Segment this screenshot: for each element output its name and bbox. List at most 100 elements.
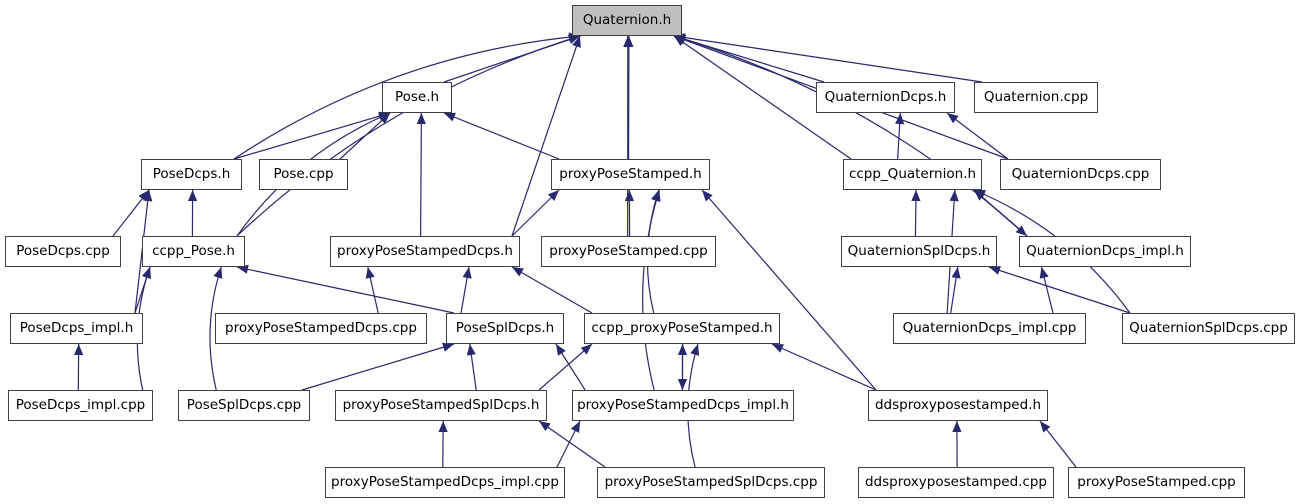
edge-arrowhead: [539, 421, 551, 432]
graph-node-quaternionspldcps-h[interactable]: QuaternionSplDcps.h: [841, 236, 997, 267]
edge-arrowhead: [462, 267, 472, 279]
graph-node-proxyposestampeddcps-h[interactable]: proxyPoseStampedDcps.h: [330, 236, 520, 267]
edge-arrowhead: [651, 190, 661, 202]
edge-arrowhead: [772, 344, 784, 353]
graph-node-label: PoseSplDcps.h: [455, 319, 555, 336]
edge-arrowhead: [947, 113, 959, 124]
graph-node-posespldcps-h[interactable]: PoseSplDcps.h: [446, 313, 564, 344]
graph-node-proxyposestampedspldcps-h[interactable]: proxyPoseStampedSplDcps.h: [335, 390, 547, 421]
graph-node-proxyposestampeddcps-impl-h[interactable]: proxyPoseStampedDcps_impl.h: [572, 390, 794, 421]
edge-proxyposestampedspldcps-h-to-ccpp-proxyposestamped-h: [538, 343, 593, 391]
edge-arrowhead: [142, 267, 151, 279]
graph-node-label: proxyPoseStampedSplDcps.cpp: [604, 473, 818, 490]
graph-node-posespldcps-cpp[interactable]: PoseSplDcps.cpp: [178, 390, 310, 421]
edge-ccpp-pose-h-to-quaternion-h: [236, 35, 581, 237]
graph-node-ccpp-quaternion-h[interactable]: ccpp_Quaternion.h: [843, 159, 982, 190]
edge-posespldcps-h-to-ccpp-pose-h: [236, 266, 455, 314]
edge-quaternionspldcps-cpp-to-quaternionspldcps-h: [988, 266, 1131, 314]
graph-node-ccpp-proxyposestamped-h[interactable]: ccpp_proxyPoseStamped.h: [584, 313, 780, 344]
graph-node-proxyposestampeddcps-cpp[interactable]: proxyPoseStampedDcps.cpp: [215, 313, 427, 344]
edge-arrowhead: [1040, 421, 1051, 433]
edge-arrowhead: [911, 190, 921, 202]
graph-node-label: ccpp_proxyPoseStamped.h: [591, 319, 773, 336]
edge-arrowhead: [674, 34, 686, 44]
edge-arrowhead: [378, 113, 390, 122]
graph-node-label: ddsproxyposestamped.h: [874, 396, 1042, 413]
edge-ddsproxyposestamped-h-to-proxyposestamped-h: [701, 189, 877, 391]
graph-node-quaterniondcps-impl-h[interactable]: QuaternionDcps_impl.h: [1019, 236, 1191, 267]
edge-arrowhead: [438, 421, 448, 433]
edge-arrowhead: [556, 344, 566, 356]
graph-node-label: QuaternionDcps_impl.h: [1026, 242, 1184, 259]
edge-proxyposestamped-h-to-pose-h: [443, 112, 560, 160]
edge-quaterniondcps-impl-h-to-quaternion-h: [673, 35, 1028, 237]
edge-arrowhead: [442, 342, 454, 352]
graph-node-posedcps-h[interactable]: PoseDcps.h: [141, 159, 242, 190]
edge-arrowhead: [237, 264, 249, 274]
graph-node-label: proxyPoseStamped.cpp: [1077, 473, 1236, 490]
edge-quaternion-cpp-to-quaternion-h: [673, 35, 983, 83]
graph-node-label: ddsproxyposestamped.cpp: [864, 473, 1048, 490]
graph-node-pose-h[interactable]: Pose.h: [382, 82, 452, 113]
graph-node-proxyposestamped-cpp2[interactable]: proxyPoseStamped.cpp: [1068, 467, 1245, 498]
graph-node-label: PoseDcps_impl.h: [19, 319, 134, 336]
edge-arrowhead: [547, 190, 559, 201]
edge-arrowhead: [213, 267, 223, 279]
graph-node-quaterniondcps-h[interactable]: QuaternionDcps.h: [816, 82, 955, 113]
edge-proxyposestampedspldcps-cpp-to-proxyposestampedspldcps-h: [538, 420, 606, 468]
graph-node-label: ccpp_Quaternion.h: [848, 165, 977, 182]
graph-node-label: proxyPoseStampedDcps.h: [337, 242, 513, 259]
graph-node-posedcps-impl-cpp[interactable]: PoseDcps_impl.cpp: [8, 390, 153, 421]
graph-node-label: proxyPoseStampedSplDcps.h: [342, 396, 540, 413]
graph-node-label: proxyPoseStampedDcps_impl.cpp: [331, 473, 559, 490]
edge-posedcps-h-to-quaternion-h: [233, 35, 581, 160]
edge-arrowhead: [974, 189, 986, 199]
graph-node-proxyposestampedspldcps-cpp[interactable]: proxyPoseStampedSplDcps.cpp: [597, 467, 825, 498]
graph-node-label: PoseDcps.cpp: [16, 242, 110, 259]
graph-node-label: Pose.h: [394, 88, 440, 105]
graph-node-posedcps-cpp[interactable]: PoseDcps.cpp: [5, 236, 121, 267]
edge-arrowhead: [74, 344, 84, 356]
graph-node-label: ccpp_Pose.h: [152, 242, 235, 259]
edge-arrowhead: [677, 378, 688, 390]
graph-node-quaternion-cpp[interactable]: Quaternion.cpp: [974, 82, 1098, 113]
graph-node-ddsproxyposestamped-h[interactable]: ddsproxyposestamped.h: [868, 390, 1048, 421]
graph-node-quaternion-h[interactable]: Quaternion.h: [572, 5, 682, 36]
graph-node-label: proxyPoseStampedDcps.cpp: [225, 319, 417, 336]
edge-arrowhead: [580, 344, 592, 355]
graph-node-quaterniondcps-impl-cpp[interactable]: QuaternionDcps_impl.cpp: [893, 313, 1086, 344]
graph-node-posedcps-impl-h[interactable]: PoseDcps_impl.h: [10, 313, 143, 344]
graph-node-label: QuaternionDcps.cpp: [1011, 165, 1150, 182]
graph-node-ccpp-pose-h[interactable]: ccpp_Pose.h: [142, 236, 245, 267]
graph-node-label: PoseSplDcps.cpp: [186, 396, 302, 413]
graph-node-ddsproxyposestamped-cpp[interactable]: ddsproxyposestamped.cpp: [858, 467, 1054, 498]
graph-node-proxyposestamped-cpp[interactable]: proxyPoseStamped.cpp: [541, 236, 716, 267]
graph-node-proxyposestamped-h[interactable]: proxyPoseStamped.h: [551, 159, 710, 190]
graph-node-quaternionspldcps-cpp[interactable]: QuaternionSplDcps.cpp: [1122, 313, 1295, 344]
edge-arrowhead: [1015, 225, 1027, 236]
graph-node-label: proxyPoseStamped.h: [559, 165, 702, 182]
edge-arrowhead: [365, 267, 375, 279]
edge-proxyposestampeddcps-h-to-quaternion-h: [511, 35, 581, 237]
edge-posespldcps-cpp-to-posespldcps-h: [301, 343, 455, 391]
graph-node-label: proxyPoseStamped.cpp: [549, 242, 708, 259]
graph-node-label: QuaternionSplDcps.h: [847, 242, 991, 259]
graph-node-pose-cpp[interactable]: Pose.cpp: [259, 159, 348, 190]
graph-node-proxyposestampeddcps-impl-cpp[interactable]: proxyPoseStampedDcps_impl.cpp: [325, 467, 565, 498]
edge-proxyposestampeddcps-h-to-pose-h: [420, 112, 422, 237]
edge-ccpp-quaternion-h-to-quaterniondcps-impl-h: [973, 189, 1028, 237]
edge-arrowhead: [623, 36, 633, 48]
edge-proxyposestampeddcps-impl-h-to-proxyposestamped-h: [642, 189, 660, 391]
edge-arrowhead: [1039, 267, 1049, 279]
edge-arrowhead: [143, 190, 153, 202]
edge-arrowhead: [895, 113, 905, 125]
edge-posedcps-h-to-pose-h: [233, 112, 391, 160]
edge-posespldcps-cpp-to-ccpp-pose-h: [209, 266, 222, 391]
graph-node-quaterniondcps-cpp[interactable]: QuaternionDcps.cpp: [1000, 159, 1161, 190]
edge-arrowhead: [952, 421, 962, 433]
edge-arrowhead: [702, 190, 713, 202]
edge-arrowhead: [951, 267, 961, 279]
edge-ccpp-quaternion-h-to-quaternion-h: [673, 35, 852, 160]
edge-arrowhead: [416, 113, 426, 125]
